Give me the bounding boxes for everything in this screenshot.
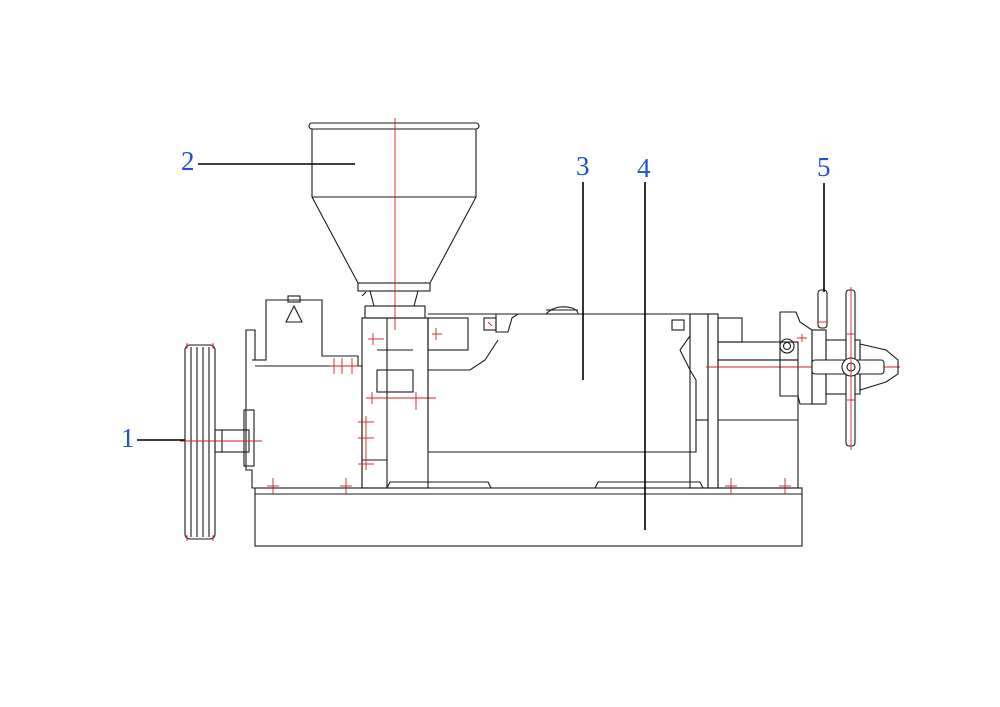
press-chamber (689, 313, 900, 489)
callout-label-4: 4 (637, 153, 651, 183)
handwheel (811, 287, 885, 450)
callout-label-5: 5 (817, 152, 831, 182)
callout-label-2: 2 (181, 146, 195, 176)
feeder-throat (358, 305, 436, 489)
press-cage (427, 306, 697, 453)
pulley (180, 343, 262, 541)
hopper (308, 118, 480, 330)
callout-labels: 1 2 3 4 5 (121, 146, 831, 453)
callout-label-3: 3 (576, 151, 590, 181)
leader-lines (137, 163, 825, 530)
gearbox (243, 295, 363, 489)
callout-label-1: 1 (121, 423, 135, 453)
base-frame (254, 478, 803, 547)
